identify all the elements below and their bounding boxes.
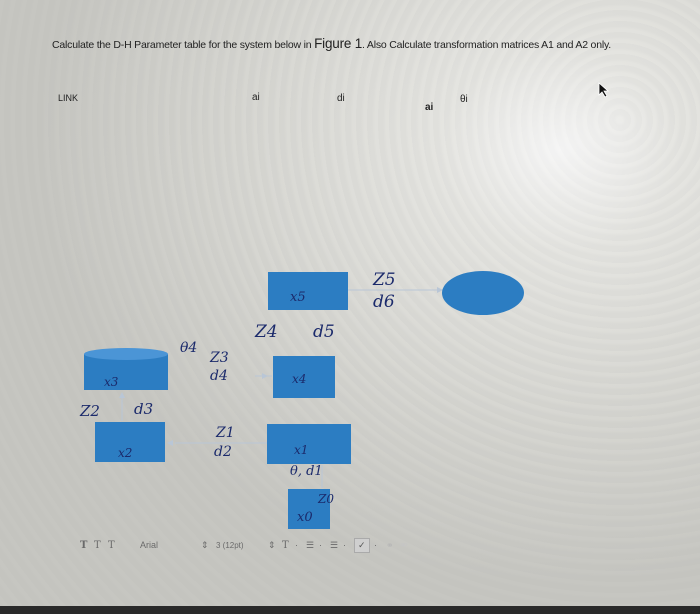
bold-button[interactable]: T [80, 540, 88, 551]
label-x0: x0 [297, 510, 313, 525]
text-color-button[interactable]: T [282, 540, 289, 551]
link-box-4 [273, 356, 335, 398]
label-d6: d6 [373, 292, 395, 312]
label-z5: Z5 [373, 270, 396, 290]
table-header-di: di [337, 93, 345, 104]
cylinder-joint [84, 348, 168, 390]
question-suffix: . Also Calculate transformation matrices… [362, 39, 611, 51]
label-theta4: θ4 [180, 340, 198, 356]
label-x2: x2 [118, 446, 133, 460]
label-z4: Z4 [255, 322, 278, 342]
table-header-ai-bold: ai [425, 102, 434, 113]
label-d3: d3 [134, 400, 154, 418]
table-header-theta: θi [460, 94, 468, 105]
end-effector-ellipse [442, 271, 524, 315]
label-x5: x5 [290, 290, 306, 305]
label-theta-d1: θ, d1 [290, 464, 323, 479]
link-box-2 [95, 422, 165, 462]
table-header-link: LINK [58, 93, 79, 103]
link-box-0 [288, 489, 330, 529]
text-color-dropdown-icon[interactable]: · [295, 540, 298, 550]
bullet-list-button[interactable]: ☰ [306, 540, 315, 550]
underline-button[interactable]: T [108, 540, 115, 551]
bullet-list-dropdown-icon[interactable]: · [319, 540, 322, 550]
spellcheck-dropdown-icon[interactable]: · [374, 540, 377, 550]
label-z2: Z2 [80, 402, 100, 420]
unlink-icon[interactable]: ⚮ [400, 540, 408, 550]
link-box-1 [267, 424, 351, 464]
label-z1: Z1 [216, 425, 235, 441]
label-x1: x1 [294, 443, 309, 457]
font-family-select[interactable]: Arial [140, 540, 159, 550]
label-d2: d2 [214, 444, 232, 460]
link-icon[interactable]: ⚭ [386, 540, 394, 550]
label-d5: d5 [313, 322, 335, 342]
label-d4: d4 [210, 368, 228, 384]
spellcheck-button[interactable]: ✓ [354, 538, 370, 553]
numbered-list-button[interactable]: ☰ [330, 540, 339, 550]
editor-toolbar: T T T Arial ⇕ 3 (12pt) ⇕ T · ☰ · ☰ · ✓ ·… [76, 538, 456, 560]
link-box-5 [268, 272, 348, 310]
question-text: Calculate the D-H Parameter table for th… [52, 36, 611, 51]
table-header-ai: ai [252, 92, 260, 103]
italic-button[interactable]: T [94, 540, 101, 551]
mouse-cursor-icon [598, 82, 610, 98]
font-size-dropdown-icon[interactable]: ⇕ [268, 540, 276, 550]
label-x4: x4 [292, 372, 307, 386]
font-size-select[interactable]: 3 (12pt) [216, 541, 244, 550]
numbered-list-dropdown-icon[interactable]: · [343, 540, 346, 550]
label-x3: x3 [104, 375, 119, 389]
question-prefix: Calculate the D-H Parameter table for th… [52, 39, 315, 51]
label-z0: Z0 [318, 492, 334, 506]
font-family-dropdown-icon[interactable]: ⇕ [201, 540, 209, 550]
figure-reference: Figure 1 [314, 36, 363, 51]
screen-bezel [0, 606, 700, 614]
label-z3: Z3 [210, 350, 229, 366]
